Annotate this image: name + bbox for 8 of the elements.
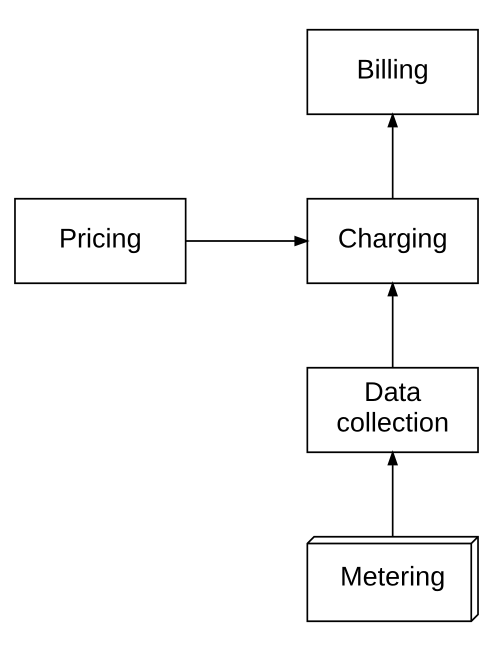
arrow [387, 450, 398, 536]
node-box: Charging [306, 198, 479, 284]
arrow [186, 236, 310, 246]
arrow [387, 281, 398, 368]
node-box: Data collection [306, 366, 479, 454]
node-box: Pricing [14, 198, 186, 284]
arrow [387, 112, 398, 198]
node-box: Billing [306, 28, 479, 116]
